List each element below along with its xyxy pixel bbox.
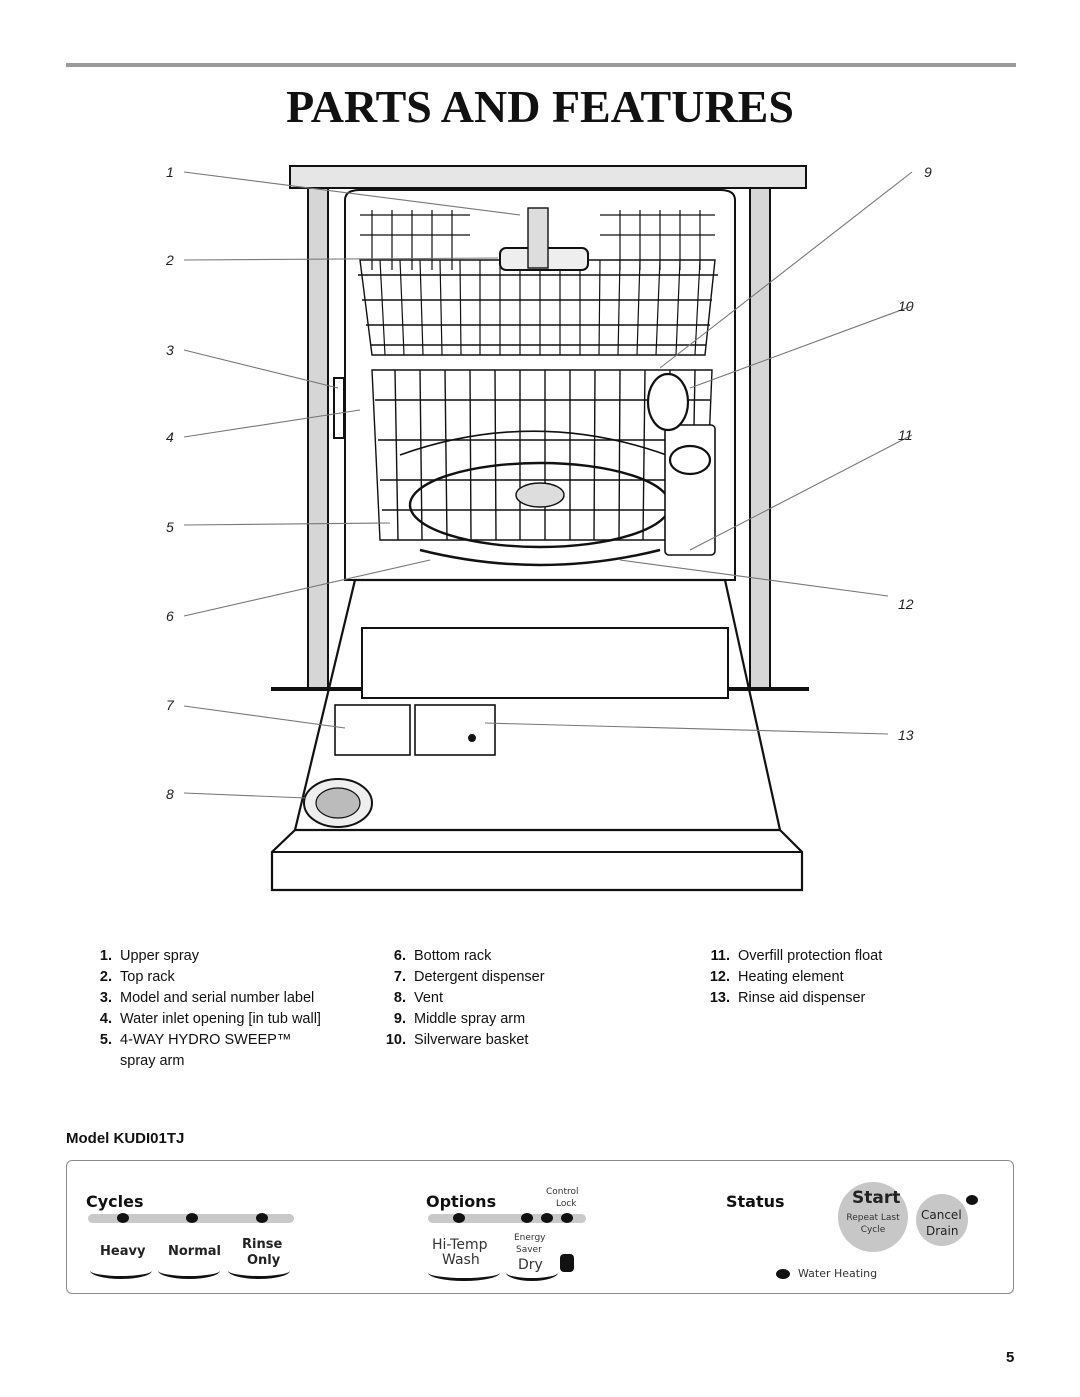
detergent-dispenser-right — [414, 704, 496, 756]
door-base — [270, 829, 804, 892]
top-rack-tines — [360, 210, 715, 356]
legend-item: 1.Upper spray — [99, 948, 199, 964]
callout-6: 6 — [166, 608, 174, 624]
water-heating-label: Water Heating — [798, 1267, 878, 1280]
saver-label: Saver — [516, 1245, 542, 1255]
callout-12: 12 — [898, 596, 914, 612]
callout-1: 1 — [166, 164, 174, 180]
legend-item: 3.Model and serial number label — [99, 990, 315, 1006]
top-rack — [358, 259, 718, 356]
silverware-basket — [664, 424, 716, 556]
callout-9: 9 — [924, 164, 932, 180]
legend-item: 5.4-WAY HYDRO SWEEP™ spray arm — [99, 1032, 292, 1069]
right-side-panel — [749, 187, 771, 689]
hitemp-label: Hi-Temp — [432, 1237, 488, 1253]
cancel-drain-button[interactable] — [916, 1194, 968, 1246]
hitemp-wash-button[interactable] — [428, 1264, 500, 1281]
legend-item: 10.Silverware basket — [385, 1032, 529, 1048]
callout-10: 10 — [898, 298, 914, 314]
dishwasher-diagram: 1 2 3 4 5 6 7 8 9 10 11 12 13 — [165, 164, 932, 892]
heavy-button-label: Heavy — [100, 1244, 146, 1259]
callout-13: 13 — [898, 727, 914, 743]
tub-opening — [344, 189, 736, 581]
rinse-indicator-light — [256, 1213, 268, 1223]
legend-item: 7.Detergent dispenser — [393, 969, 545, 985]
detergent-dispenser-left — [334, 704, 411, 756]
start-button[interactable] — [838, 1182, 908, 1252]
legend-item: 2.Top rack — [99, 969, 175, 985]
dry-indicator-light — [521, 1213, 533, 1223]
normal-button[interactable] — [158, 1262, 220, 1279]
repeat-last-label: Repeat Last — [846, 1213, 900, 1223]
water-heating-indicator-light — [776, 1269, 790, 1279]
rinse-only-button[interactable] — [228, 1262, 290, 1279]
legend-item: 13.Rinse aid dispenser — [709, 990, 866, 1006]
callout-4: 4 — [166, 429, 174, 445]
upper-spray — [527, 207, 549, 269]
normal-button-label: Normal — [168, 1244, 221, 1259]
control-lock-label-2: Lock — [556, 1199, 577, 1209]
legend-item: 8.Vent — [393, 990, 444, 1006]
heavy-indicator-light — [117, 1213, 129, 1223]
page-number: 5 — [1006, 1349, 1015, 1366]
callout-11: 11 — [898, 427, 913, 443]
cycle-label: Cycle — [860, 1225, 886, 1235]
energy-label: Energy — [514, 1233, 546, 1243]
legend-item: 4.Water inlet opening [in tub wall] — [99, 1011, 321, 1027]
legend-column-3: 11.Overfill protection float 12.Heating … — [704, 946, 994, 1009]
heavy-button[interactable] — [90, 1262, 152, 1279]
hitemp-indicator-light — [453, 1213, 465, 1223]
options-header: Options — [426, 1192, 497, 1211]
top-rule — [66, 63, 1016, 67]
model-label-plate — [333, 377, 345, 439]
cancel-label: Cancel — [921, 1208, 962, 1222]
middle-spray-arm — [399, 430, 681, 461]
callout-3: 3 — [166, 342, 174, 358]
door-window — [361, 627, 729, 699]
legend-item: 11.Overfill protection float — [710, 948, 883, 964]
model-label: Model KUDI01TJ — [66, 1130, 185, 1147]
callout-2: 2 — [165, 252, 174, 268]
callout-7: 7 — [166, 697, 175, 713]
lock-indicator-light — [561, 1213, 573, 1223]
callout-8: 8 — [166, 786, 174, 802]
status-header: Status — [726, 1192, 785, 1211]
cycles-header: Cycles — [86, 1192, 144, 1211]
control-lock-label-1: Control — [546, 1187, 579, 1197]
legend-item: 6.Bottom rack — [393, 948, 492, 964]
legend-column-2: 6.Bottom rack 7.Detergent dispenser 8.Ve… — [380, 946, 640, 1051]
rinse-button-label: Rinse — [242, 1237, 283, 1252]
drain-label: Drain — [926, 1224, 959, 1238]
basket-handle — [646, 372, 690, 432]
energy-indicator-light — [541, 1213, 553, 1223]
page-title: PARTS AND FEATURES — [286, 81, 794, 132]
legend-item: 12.Heating element — [709, 969, 844, 985]
options-indicator-bar — [428, 1214, 586, 1223]
cancel-indicator-light — [966, 1195, 978, 1205]
countertop — [289, 165, 807, 189]
normal-indicator-light — [186, 1213, 198, 1223]
heating-element — [419, 548, 661, 567]
legend-item: 9.Middle spray arm — [393, 1011, 526, 1027]
callout-5: 5 — [166, 519, 174, 535]
lock-icon[interactable] — [560, 1254, 574, 1272]
start-label: Start — [852, 1188, 901, 1208]
left-side-panel — [307, 187, 329, 689]
legend-column-1: 1.Upper spray 2.Top rack 3.Model and ser… — [86, 946, 366, 1072]
energy-saver-dry-button[interactable] — [506, 1264, 558, 1281]
